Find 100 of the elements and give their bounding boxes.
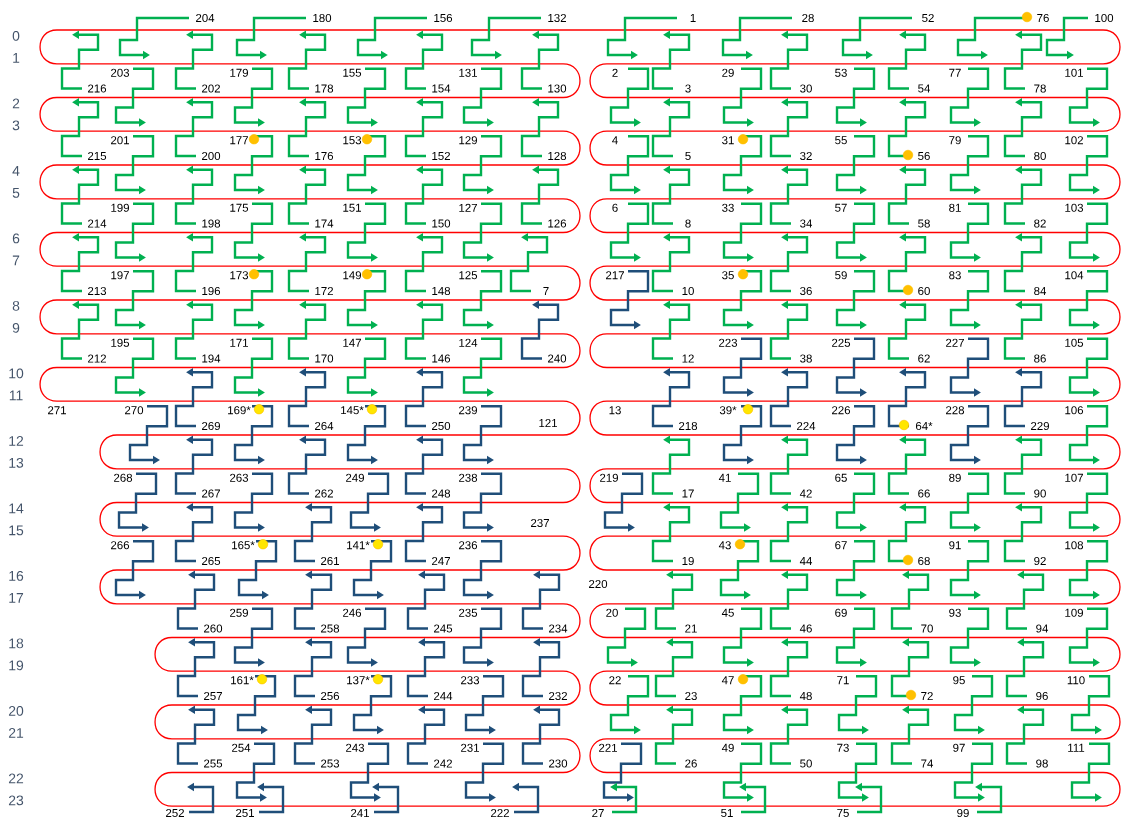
position-number: 51: [721, 809, 733, 817]
position-number: 178: [315, 84, 334, 93]
position-number: 156: [434, 13, 453, 23]
position-number: 165*: [232, 541, 255, 550]
row-number: 15: [9, 525, 24, 536]
position-number: 262: [315, 489, 333, 498]
position-number: 266: [111, 541, 130, 550]
position-number: 231: [461, 743, 479, 752]
position-number: 131: [459, 68, 477, 77]
position-number: 254: [232, 743, 251, 752]
position-number: 260: [204, 624, 223, 633]
position-number: 265: [202, 556, 221, 566]
position-number: 174: [315, 219, 334, 228]
position-number: 217: [606, 271, 624, 280]
row-number: 2: [12, 98, 20, 109]
position-number: 41: [718, 473, 731, 482]
position-number: 103: [1065, 203, 1084, 212]
position-number: 69: [835, 608, 847, 617]
position-number: 49: [721, 743, 734, 752]
row-number: 18: [9, 638, 24, 649]
position-number: 264: [315, 421, 334, 431]
position-number: 215: [88, 151, 107, 161]
position-number: 22: [609, 676, 621, 685]
position-number: 258: [321, 624, 340, 633]
position-number: 8: [685, 219, 691, 228]
position-number: 72: [921, 692, 933, 700]
position-number: 50: [800, 759, 812, 768]
position-number: 124: [459, 338, 478, 347]
position-number: 151: [343, 203, 361, 212]
position-number: 33: [722, 203, 734, 212]
position-number: 212: [88, 354, 106, 363]
position-number: 10: [682, 286, 694, 296]
position-number: 226: [832, 406, 851, 415]
position-number: 4: [612, 136, 618, 145]
position-number: 179: [230, 68, 248, 77]
position-number: 150: [432, 219, 451, 228]
position-number: 147: [343, 338, 361, 347]
position-number: 268: [114, 473, 133, 482]
row-number: 11: [9, 390, 23, 401]
row-number: 0: [12, 30, 20, 41]
position-number: 84: [1034, 286, 1047, 296]
position-number: 93: [949, 608, 961, 617]
position-number: 54: [918, 84, 931, 93]
position-number: 43: [718, 541, 731, 550]
position-number: 236: [459, 541, 478, 550]
position-number: 29: [722, 68, 734, 77]
position-number: 233: [461, 676, 480, 685]
position-number: 141*: [347, 541, 370, 550]
position-number: 42: [799, 489, 812, 498]
position-number: 62: [918, 354, 930, 363]
position-number: 57: [835, 203, 847, 212]
row-number: 4: [12, 166, 20, 176]
position-number: 243: [346, 743, 365, 752]
position-number: 109: [1065, 608, 1083, 617]
position-number: 83: [949, 271, 961, 280]
position-number: 129: [459, 136, 477, 145]
position-number: 194: [202, 354, 221, 363]
position-number: 78: [1034, 84, 1046, 93]
position-number: 5: [685, 152, 691, 160]
position-number: 235: [459, 608, 478, 617]
position-number: 77: [949, 68, 961, 77]
position-number: 238: [459, 473, 478, 482]
position-number: 99: [957, 808, 969, 818]
position-number: 197: [111, 271, 129, 280]
position-number: 30: [800, 84, 812, 93]
position-number: 218: [679, 421, 698, 431]
position-number: 94: [1036, 624, 1049, 633]
position-number: 177: [230, 136, 248, 145]
position-number: 196: [202, 286, 221, 296]
position-number: 224: [797, 422, 816, 430]
position-number: 198: [202, 219, 221, 228]
position-number: 74: [921, 759, 934, 768]
position-number: 271: [48, 406, 66, 415]
position-number: 90: [1034, 489, 1046, 498]
position-number: 89: [949, 473, 961, 482]
position-number: 106: [1065, 406, 1084, 415]
position-number: 35: [722, 271, 734, 280]
position-number: 227: [946, 338, 964, 347]
position-number: 92: [1034, 556, 1046, 566]
row-number: 7: [12, 255, 20, 266]
position-number: 102: [1065, 136, 1083, 145]
position-number: 7: [543, 287, 549, 295]
position-number: 59: [835, 271, 847, 280]
position-number: 60: [918, 286, 930, 296]
position-number: 176: [315, 151, 334, 161]
position-number: 125: [459, 271, 478, 280]
row-number: 16: [9, 570, 24, 581]
position-number: 221: [599, 743, 617, 752]
position-number: 241: [351, 809, 369, 817]
row-number: 8: [12, 300, 20, 311]
position-number: 246: [343, 608, 362, 617]
position-number: 126: [548, 219, 567, 228]
position-number: 213: [88, 286, 107, 296]
position-number: 1: [690, 14, 696, 22]
position-number: 68: [918, 556, 930, 566]
position-number: 256: [321, 691, 340, 701]
position-number: 153: [343, 136, 362, 145]
position-number: 216: [88, 84, 107, 93]
position-number: 202: [202, 84, 220, 93]
position-number: 26: [685, 759, 697, 768]
